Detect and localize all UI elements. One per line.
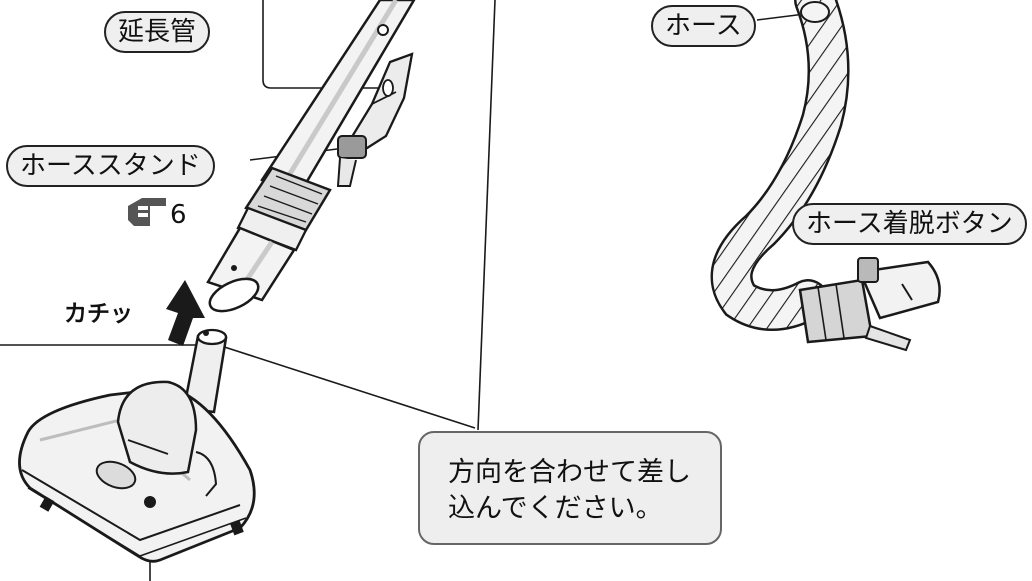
- label-hose-stand: ホーススタンド: [6, 145, 215, 187]
- leader-note-top: [477, 0, 496, 431]
- floor-nozzle: [18, 328, 256, 563]
- label-extension-pipe: 延長管: [104, 11, 211, 53]
- leader-note-nozzle: [211, 342, 476, 429]
- note-line-1: 方向を合わせて差し: [448, 457, 691, 488]
- hose-handle: [798, 257, 941, 352]
- leader-hose: [756, 13, 806, 21]
- extension-pipe: [206, 0, 416, 313]
- label-hose: ホース: [651, 5, 756, 47]
- flexible-hose: [710, 0, 850, 331]
- leader-extension-pipe: [262, 0, 388, 89]
- release-button-part: [857, 257, 879, 283]
- hose-stand-clip: [336, 52, 414, 187]
- label-click-sound: カチッ: [64, 301, 133, 327]
- up-arrow-icon: [166, 280, 205, 346]
- pointing-hand-icon: [128, 198, 166, 226]
- grip-ring: [236, 166, 332, 252]
- label-release-button: ホース着脱ボタン: [792, 203, 1027, 245]
- note-line-2: 込んでください。: [448, 493, 663, 524]
- leader-lines: [0, 0, 871, 581]
- instruction-note: 方向を合わせて差し 込んでください。: [418, 431, 722, 545]
- reference-number: 6: [170, 200, 187, 230]
